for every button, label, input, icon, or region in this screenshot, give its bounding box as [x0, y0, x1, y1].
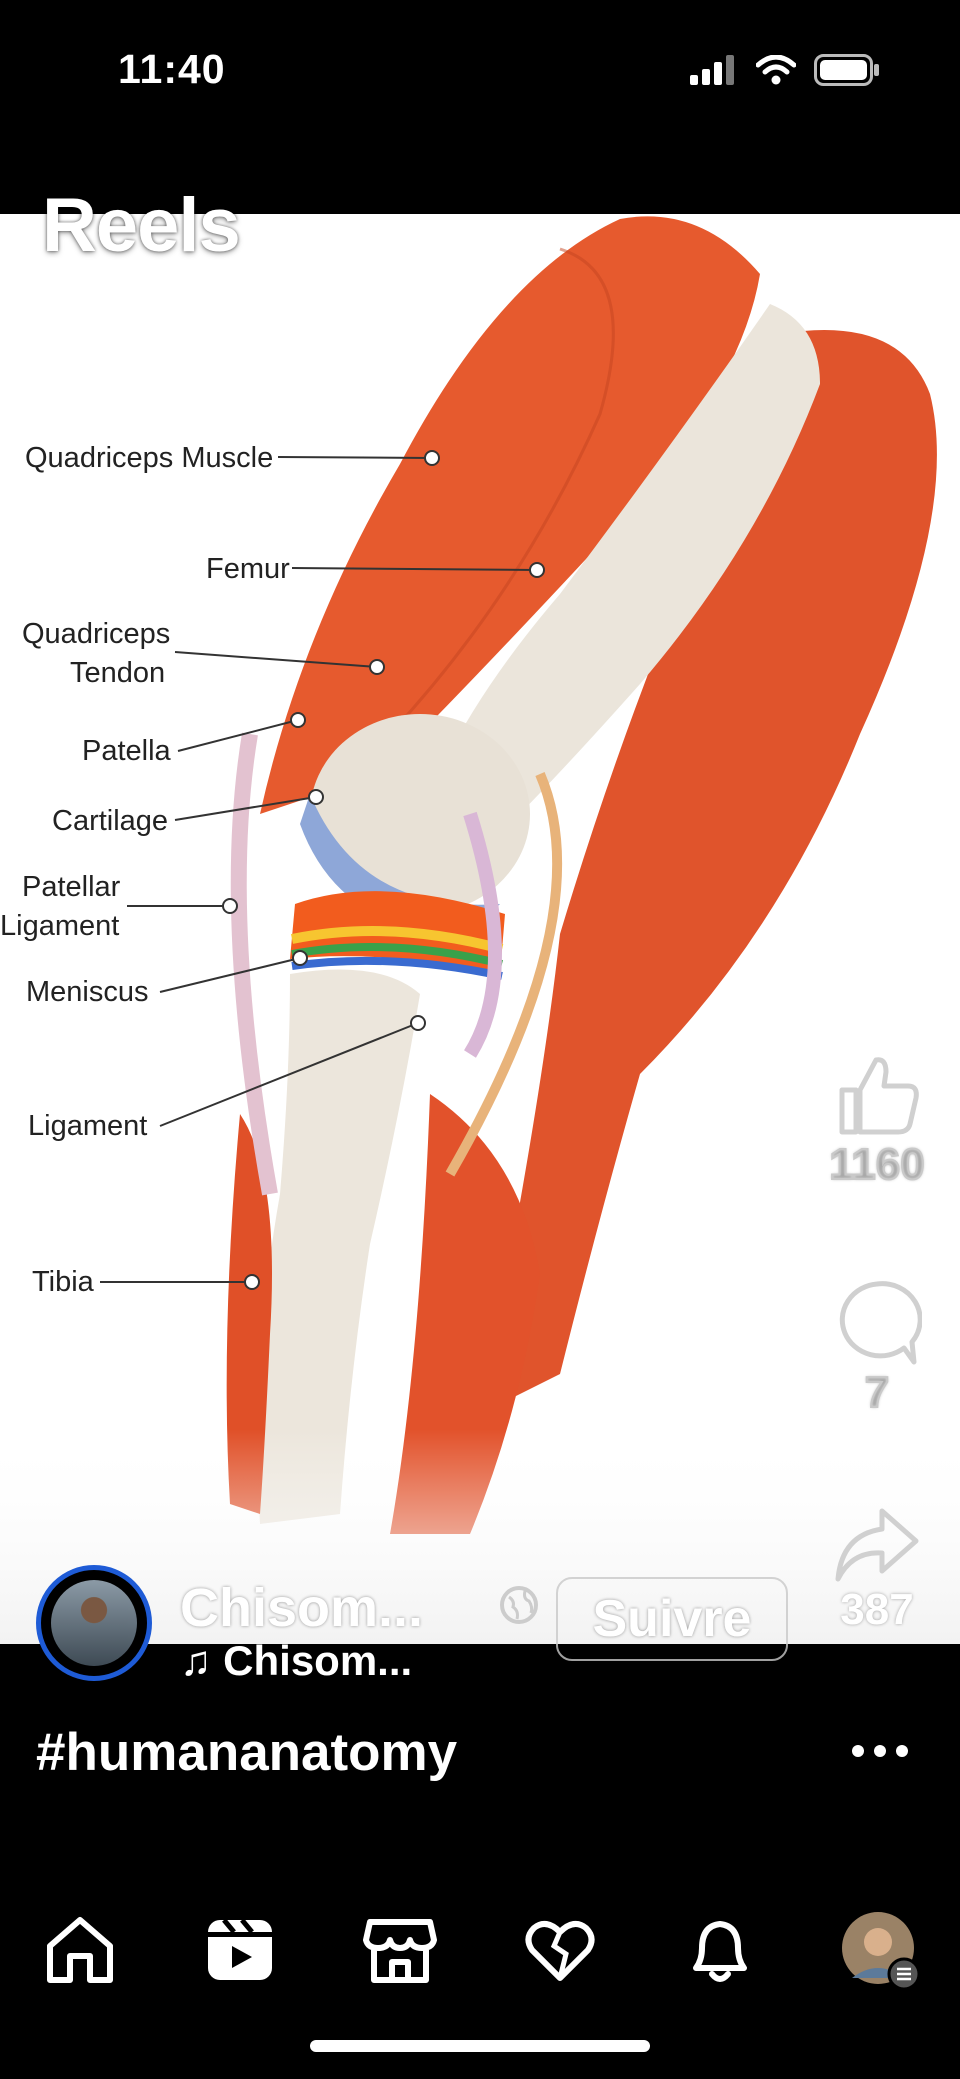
knee-anatomy-diagram: Quadriceps Muscle Femur Quadriceps Tendo… — [0, 214, 960, 1644]
home-icon — [47, 1917, 113, 1983]
comment-icon — [839, 1281, 922, 1365]
share-button[interactable]: 387 — [812, 1505, 942, 1635]
label-tendon: Tendon — [70, 657, 165, 689]
tab-notifications[interactable] — [670, 1900, 770, 2000]
follow-button[interactable]: Suivre — [556, 1577, 788, 1661]
label-ligament-patellar: Ligament — [0, 910, 119, 942]
status-icons — [690, 54, 880, 86]
signal-icon — [690, 55, 734, 85]
reel-media[interactable]: Quadriceps Muscle Femur Quadriceps Tendo… — [0, 214, 960, 1644]
label-quadriceps-muscle: Quadriceps Muscle — [25, 442, 273, 474]
bell-icon — [693, 1921, 747, 1982]
like-count: 1160 — [828, 1139, 925, 1190]
home-indicator — [310, 2040, 650, 2052]
comment-button[interactable]: 7 — [812, 1278, 942, 1418]
label-femur: Femur — [206, 553, 290, 585]
tab-reels[interactable] — [190, 1900, 290, 2000]
author-avatar[interactable] — [36, 1565, 152, 1681]
tab-home[interactable] — [30, 1900, 130, 2000]
avatar-image — [51, 1580, 137, 1666]
wifi-icon — [756, 55, 796, 85]
status-bar: 11:40 — [0, 0, 960, 150]
comment-count: 7 — [864, 1367, 890, 1418]
like-button[interactable]: 1160 — [812, 1050, 942, 1190]
shop-icon — [363, 1919, 437, 1983]
label-cartilage: Cartilage — [52, 805, 168, 837]
status-time: 11:40 — [118, 46, 226, 92]
heart-icon — [525, 1920, 595, 1981]
share-icon — [835, 1508, 919, 1582]
more-icon[interactable] — [852, 1745, 908, 1757]
label-patella: Patella — [82, 735, 172, 767]
reels-icon — [208, 1918, 272, 1980]
caption-hashtag[interactable]: #humananatomy — [36, 1723, 458, 1782]
profile-icon — [842, 1912, 921, 1991]
author-row: Chisom... Suivre ♫ Chisom... — [0, 1565, 960, 1695]
tab-marketplace[interactable] — [350, 1900, 450, 2000]
share-count: 387 — [840, 1585, 914, 1634]
globe-icon — [500, 1586, 538, 1624]
label-quadriceps: Quadriceps — [22, 618, 170, 650]
label-ligament: Ligament — [28, 1110, 147, 1142]
bottom-tab-bar — [0, 1900, 960, 2000]
tab-dating[interactable] — [510, 1900, 610, 2000]
label-tibia: Tibia — [32, 1266, 95, 1298]
tab-profile[interactable] — [830, 1900, 930, 2000]
author-name[interactable]: Chisom... — [180, 1578, 424, 1638]
music-label[interactable]: ♫ Chisom... — [180, 1637, 413, 1684]
label-patellar: Patellar — [22, 871, 121, 903]
battery-icon — [814, 54, 879, 86]
label-meniscus: Meniscus — [26, 976, 149, 1008]
page-title: Reels — [42, 183, 241, 268]
like-icon — [839, 1057, 919, 1135]
